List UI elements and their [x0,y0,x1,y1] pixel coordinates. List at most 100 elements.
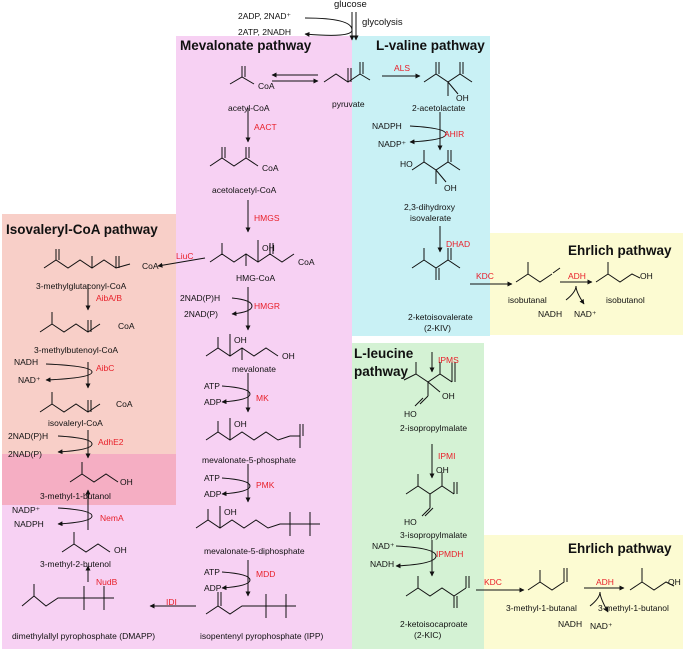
aact-label: AACT [254,122,277,132]
adh-top-nadh-label: NADH [538,309,563,319]
dihydroxy-structure [412,150,460,184]
mevalonate-label: mevalonate [232,364,276,374]
ipm2-label: 2-isopropylmalate [400,423,468,433]
mbc-coa-label: CoA [118,321,135,331]
left-methylbutanol-label: 3-methyl-1-butanol [40,491,111,501]
isovaleryl-coa-structure [40,392,100,412]
hmg-coa-label: HMG-CoA [236,273,276,283]
dihydroxy-ho-label: HO [400,159,413,169]
kdc-bottom-label: KDC [484,577,502,587]
aibc-input-label: NADH [14,357,39,367]
acetoacetyl-coa-label: acetolacetyl-CoA [212,185,277,195]
adh-bottom-label: ADH [596,577,614,587]
mevalonate-panel [176,36,352,649]
methylbutenol-label: 3-methyl-2-butenol [40,559,111,569]
isobutanal-structure [516,262,560,282]
mdd-cofactor-arrow [221,572,250,591]
pmk-input-label: ATP [204,473,220,483]
hmgr-output-label: 2NAD(P) [184,309,219,319]
nema-cofactor-arrow [57,508,92,527]
mbc-label: 3-methylbutenoyl-CoA [34,345,119,355]
right-methylbutanol-oh-label: OH [668,577,681,587]
adhe2-output-label: 2NAD(P) [8,449,43,459]
ipp-structure [206,592,296,618]
hmgs-label: HMGS [254,213,280,223]
mev5p-label: mevalonate-5-phosphate [202,455,297,465]
ipm3-oh-label: OH [436,465,449,475]
mk-label: MK [256,393,269,403]
hmg-coa-coa-label: CoA [298,257,315,267]
kic-structure [406,576,469,608]
ivc-coa-label: CoA [116,399,133,409]
kiv-structure [412,248,460,280]
mdd-input-label: ATP [204,567,220,577]
lower-left-panel [2,505,176,649]
methylbutenol-oh-label: OH [114,545,127,555]
ahir-cofactor-arrow [409,126,446,145]
als-label: ALS [394,63,411,73]
left-methylbutanol-structure [70,462,118,482]
aibc-output-label: NAD⁺ [18,375,41,385]
dihydroxy-label-line1: 2,3-dihydroxy [404,202,456,212]
ivc-label: isovaleryl-CoA [48,418,103,428]
ehrlich-bottom-panel [484,535,683,649]
mev5pp-label: mevalonate-5-diphosphate [204,546,305,556]
nema-label: NemA [100,513,124,523]
dihydroxy-oh-label: OH [444,183,457,193]
kiv-label-line2: (2-KIV) [424,323,451,333]
acetolactate-label: 2-acetolactate [412,103,466,113]
acetyl-coa-coa-label: CoA [258,81,275,91]
acetolactate-structure [424,62,472,96]
mevalonate-structure [206,334,278,360]
ipmdh-input-label: NAD⁺ [372,541,395,551]
ahir-output-label: NADP⁺ [378,139,407,149]
liuc-arrow [157,258,205,268]
kdc-top-label: KDC [476,271,494,281]
adh-bottom-nadh-label: NADH [558,619,583,629]
acetyl-coa-structure [230,66,254,84]
liuc-label: LiuC [176,251,194,261]
ipmdh-cofactor-arrow [395,546,436,569]
right-methylbutanol-label: 3-methyl-1-butanol [598,603,669,613]
ipm3-structure [406,472,457,516]
valine-title: L-valine pathway [376,38,485,53]
mev5pp-oh-label: OH [224,507,237,517]
mevalonate-oh-label: OH [234,335,247,345]
glycolysis-label: glycolysis [362,17,403,28]
leucine-panel [352,343,484,649]
aibc-cofactor-arrow [45,364,92,383]
kiv-label-line1: 2-ketoisovalerate [408,312,473,322]
isovaleryl-title: Isovaleryl-CoA pathway [6,222,158,237]
acetoacetyl-coa-structure [210,147,258,166]
mdd-label: MDD [256,569,276,579]
nema-input-label: NADP⁺ [12,505,41,515]
methylglutaconyl-coa-structure [44,249,130,268]
adh-bottom-cofactor-arrow [590,592,608,613]
idi-label: IDI [166,597,177,607]
ipmdh-output-label: NADH [370,559,395,569]
adh-top-label: ADH [568,271,586,281]
ehrlich-top-panel [490,233,683,335]
ipm2-ho-label: HO [404,409,417,419]
acetoacetyl-coa-coa-label: CoA [262,163,279,173]
mgc-coa-label: CoA [142,261,159,271]
ipm3-ho-label: HO [404,517,417,527]
mgc-label: 3-methylglutaconyl-CoA [36,281,127,291]
mevalonate-oh2-label: OH [282,351,295,361]
isovaleryl-panel [2,214,176,454]
hmg-coa-oh-label: OH [262,243,275,253]
kic-label-line1: 2-ketoisocaproate [400,619,468,629]
left-methylbutanol-oh-label: OH [120,477,133,487]
adh-top-nad-label: NAD⁺ [574,309,597,319]
ipm2-oh-label: OH [442,391,455,401]
mev5p-structure [206,418,303,448]
ipms-label: IPMS [438,355,459,365]
isobutanol-structure [596,262,640,282]
dihydroxy-label-line2: isovalerate [410,213,452,223]
leucine-title-line1: L-leucine [354,346,414,361]
acetolactate-oh-label: OH [456,93,469,103]
acetyl-coa-label: acetyl-CoA [228,103,270,113]
ipmdh-label: IPMDH [436,549,464,559]
methylbutenoyl-coa-structure [40,312,100,332]
